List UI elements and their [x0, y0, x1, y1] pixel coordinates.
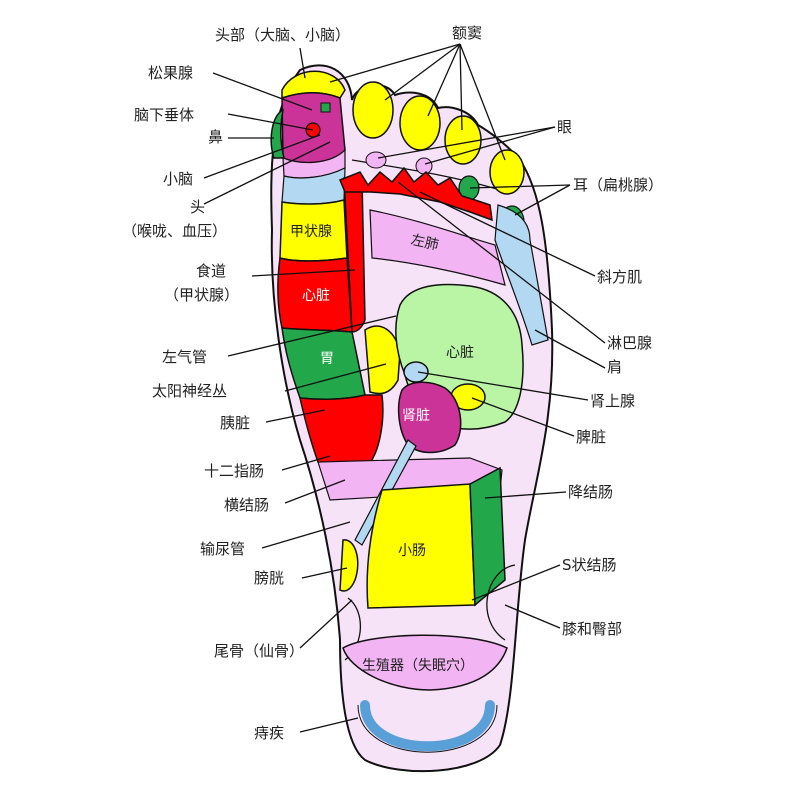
pineal-dot — [320, 102, 331, 113]
leader-trachea — [227, 315, 397, 357]
label-spleen: 脾脏 — [576, 428, 606, 446]
label-left-lung: 左肺 — [409, 232, 440, 253]
leader-head-brain — [299, 47, 306, 79]
left-lung-zone — [369, 209, 506, 286]
label-coccyx: 尾骨（仙骨） — [214, 642, 304, 660]
label-ear: 耳（扁桃腺） — [573, 176, 663, 194]
leader-sigmoid — [471, 564, 561, 601]
label-duodenum: 十二指肠 — [204, 462, 264, 480]
label-esophagus-thyroid: （甲状腺） — [164, 286, 239, 304]
label-transverse-colon: 横结肠 — [224, 496, 269, 514]
label-frontal-sinus: 额窦 — [452, 24, 482, 42]
label-reproductive: 生殖器（失眠穴） — [362, 657, 474, 674]
label-head: 头 — [190, 198, 205, 216]
label-small-intestine: 小肠 — [398, 543, 426, 559]
label-eye: 眼 — [557, 118, 572, 136]
label-kidney: 肾脏 — [402, 408, 430, 424]
leader-sinus-5 — [459, 43, 506, 161]
label-descending-colon: 降结肠 — [568, 483, 613, 501]
label-pituitary: 脑下垂体 — [134, 106, 194, 124]
leader-hemorrhoids — [299, 717, 359, 733]
adrenal-spot — [403, 361, 429, 383]
leader-lymph — [397, 181, 606, 344]
leader-pineal — [212, 72, 313, 111]
leader-sinus-3 — [427, 43, 461, 117]
toe-2 — [352, 81, 394, 139]
leader-shoulder — [534, 329, 606, 369]
small-intestine-zone — [366, 483, 476, 609]
leader-sinus-1 — [329, 43, 461, 83]
label-lymph: 淋巴腺 — [607, 334, 652, 352]
toe-5 — [489, 149, 525, 195]
leader-ear-2 — [514, 184, 571, 216]
label-cerebellum: 小脑 — [163, 170, 193, 188]
leader-ureter — [261, 521, 351, 549]
leader-sinus-4 — [459, 43, 463, 131]
label-pancreas: 胰脏 — [220, 414, 250, 432]
leader-bladder — [301, 567, 348, 579]
knee-arc — [486, 564, 516, 641]
leader-knee — [504, 604, 561, 629]
label-head-brain: 头部（大脑、小脑） — [215, 26, 350, 44]
leader-cerebellum — [203, 134, 321, 179]
leader-descending — [484, 491, 567, 499]
eye-spot-2 — [415, 157, 433, 175]
hemorrhoid-arc — [360, 700, 495, 752]
label-ureter: 输尿管 — [200, 540, 245, 558]
leader-eye-1 — [377, 126, 556, 159]
leader-pancreas — [265, 409, 326, 423]
leader-sinus-2 — [384, 43, 461, 101]
label-knee-hip: 膝和臀部 — [562, 620, 622, 638]
label-stomach: 胃 — [320, 351, 334, 367]
label-pineal: 松果腺 — [148, 64, 193, 82]
label-nose: 鼻 — [208, 128, 223, 146]
eye-spot-1 — [365, 151, 387, 169]
leader-trapezius — [419, 191, 596, 277]
label-heart-green: 心脏 — [446, 345, 474, 361]
leader-coccyx — [299, 599, 353, 649]
leader-esophagus — [251, 269, 356, 277]
leader-spleen — [471, 397, 575, 437]
descending-colon-zone — [469, 466, 506, 607]
label-bladder: 膀胱 — [254, 569, 284, 587]
leader-solar — [284, 363, 387, 392]
label-hemorrhoids: 痔疾 — [254, 724, 284, 742]
label-trapezius: 斜方肌 — [597, 268, 642, 286]
label-adrenal: 肾上腺 — [590, 392, 635, 410]
bladder-zone — [339, 539, 359, 592]
leader-transverse — [284, 479, 346, 504]
reproductive-zone — [342, 634, 508, 691]
label-esophagus: 食道 — [196, 262, 226, 280]
leader-ear-1 — [469, 184, 571, 189]
kidney-zone — [397, 381, 462, 454]
leader-pituitary — [227, 113, 314, 131]
label-left-trachea: 左气管 — [162, 348, 207, 366]
leader-eye-2 — [424, 126, 556, 165]
trapezius-strip — [339, 166, 493, 222]
label-shoulder: 肩 — [607, 358, 622, 376]
label-heart-red: 心脏 — [302, 288, 330, 304]
solar-plexus-zone — [364, 325, 401, 395]
leader-adrenal — [417, 371, 589, 401]
label-thyroid-inner: 甲状腺 — [290, 224, 332, 240]
label-solar-plexus: 太阳神经丛 — [152, 382, 227, 400]
hemorrhoid-arc-outline — [357, 704, 498, 753]
label-sigmoid-colon: S状结肠 — [562, 556, 617, 574]
leader-duodenum — [281, 455, 331, 471]
label-throat-bp: （喉咙、血压） — [122, 222, 227, 240]
leader-head — [203, 141, 331, 205]
